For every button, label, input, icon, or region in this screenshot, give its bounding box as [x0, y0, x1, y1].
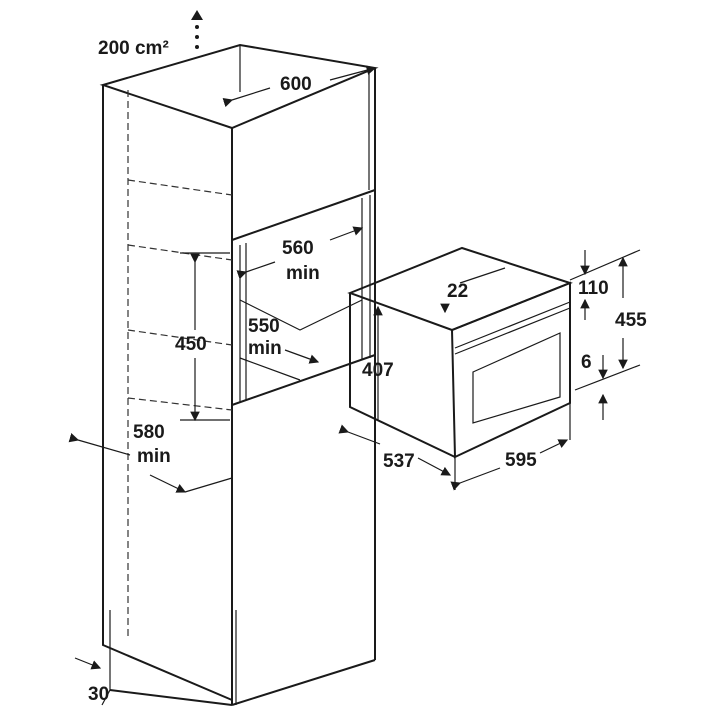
- label-oven-22: 22: [447, 281, 468, 302]
- label-niche-550-min: min: [248, 338, 282, 359]
- label-niche-450: 450: [175, 334, 207, 355]
- oven: [347, 246, 573, 459]
- label-niche-560-min: min: [286, 263, 320, 284]
- label-depth-580: 580: [133, 422, 165, 443]
- label-depth-580-min: min: [137, 446, 171, 467]
- label-niche-560: 560: [282, 238, 314, 259]
- label-oven-455: 455: [615, 310, 647, 331]
- ventilation-arrow-icon: [191, 10, 203, 49]
- label-plinth-30: 30: [88, 684, 109, 705]
- label-oven-537: 537: [383, 451, 415, 472]
- label-oven-407: 407: [362, 360, 394, 381]
- label-oven-595: 595: [505, 450, 537, 471]
- tall-cabinet: [99, 43, 379, 706]
- label-ventilation: 200 cm²: [98, 38, 169, 59]
- label-niche-550: 550: [248, 316, 280, 337]
- label-width-600: 600: [280, 74, 312, 95]
- label-oven-110: 110: [578, 278, 609, 299]
- dimension-lines: [68, 65, 641, 706]
- label-oven-6: 6: [581, 352, 592, 373]
